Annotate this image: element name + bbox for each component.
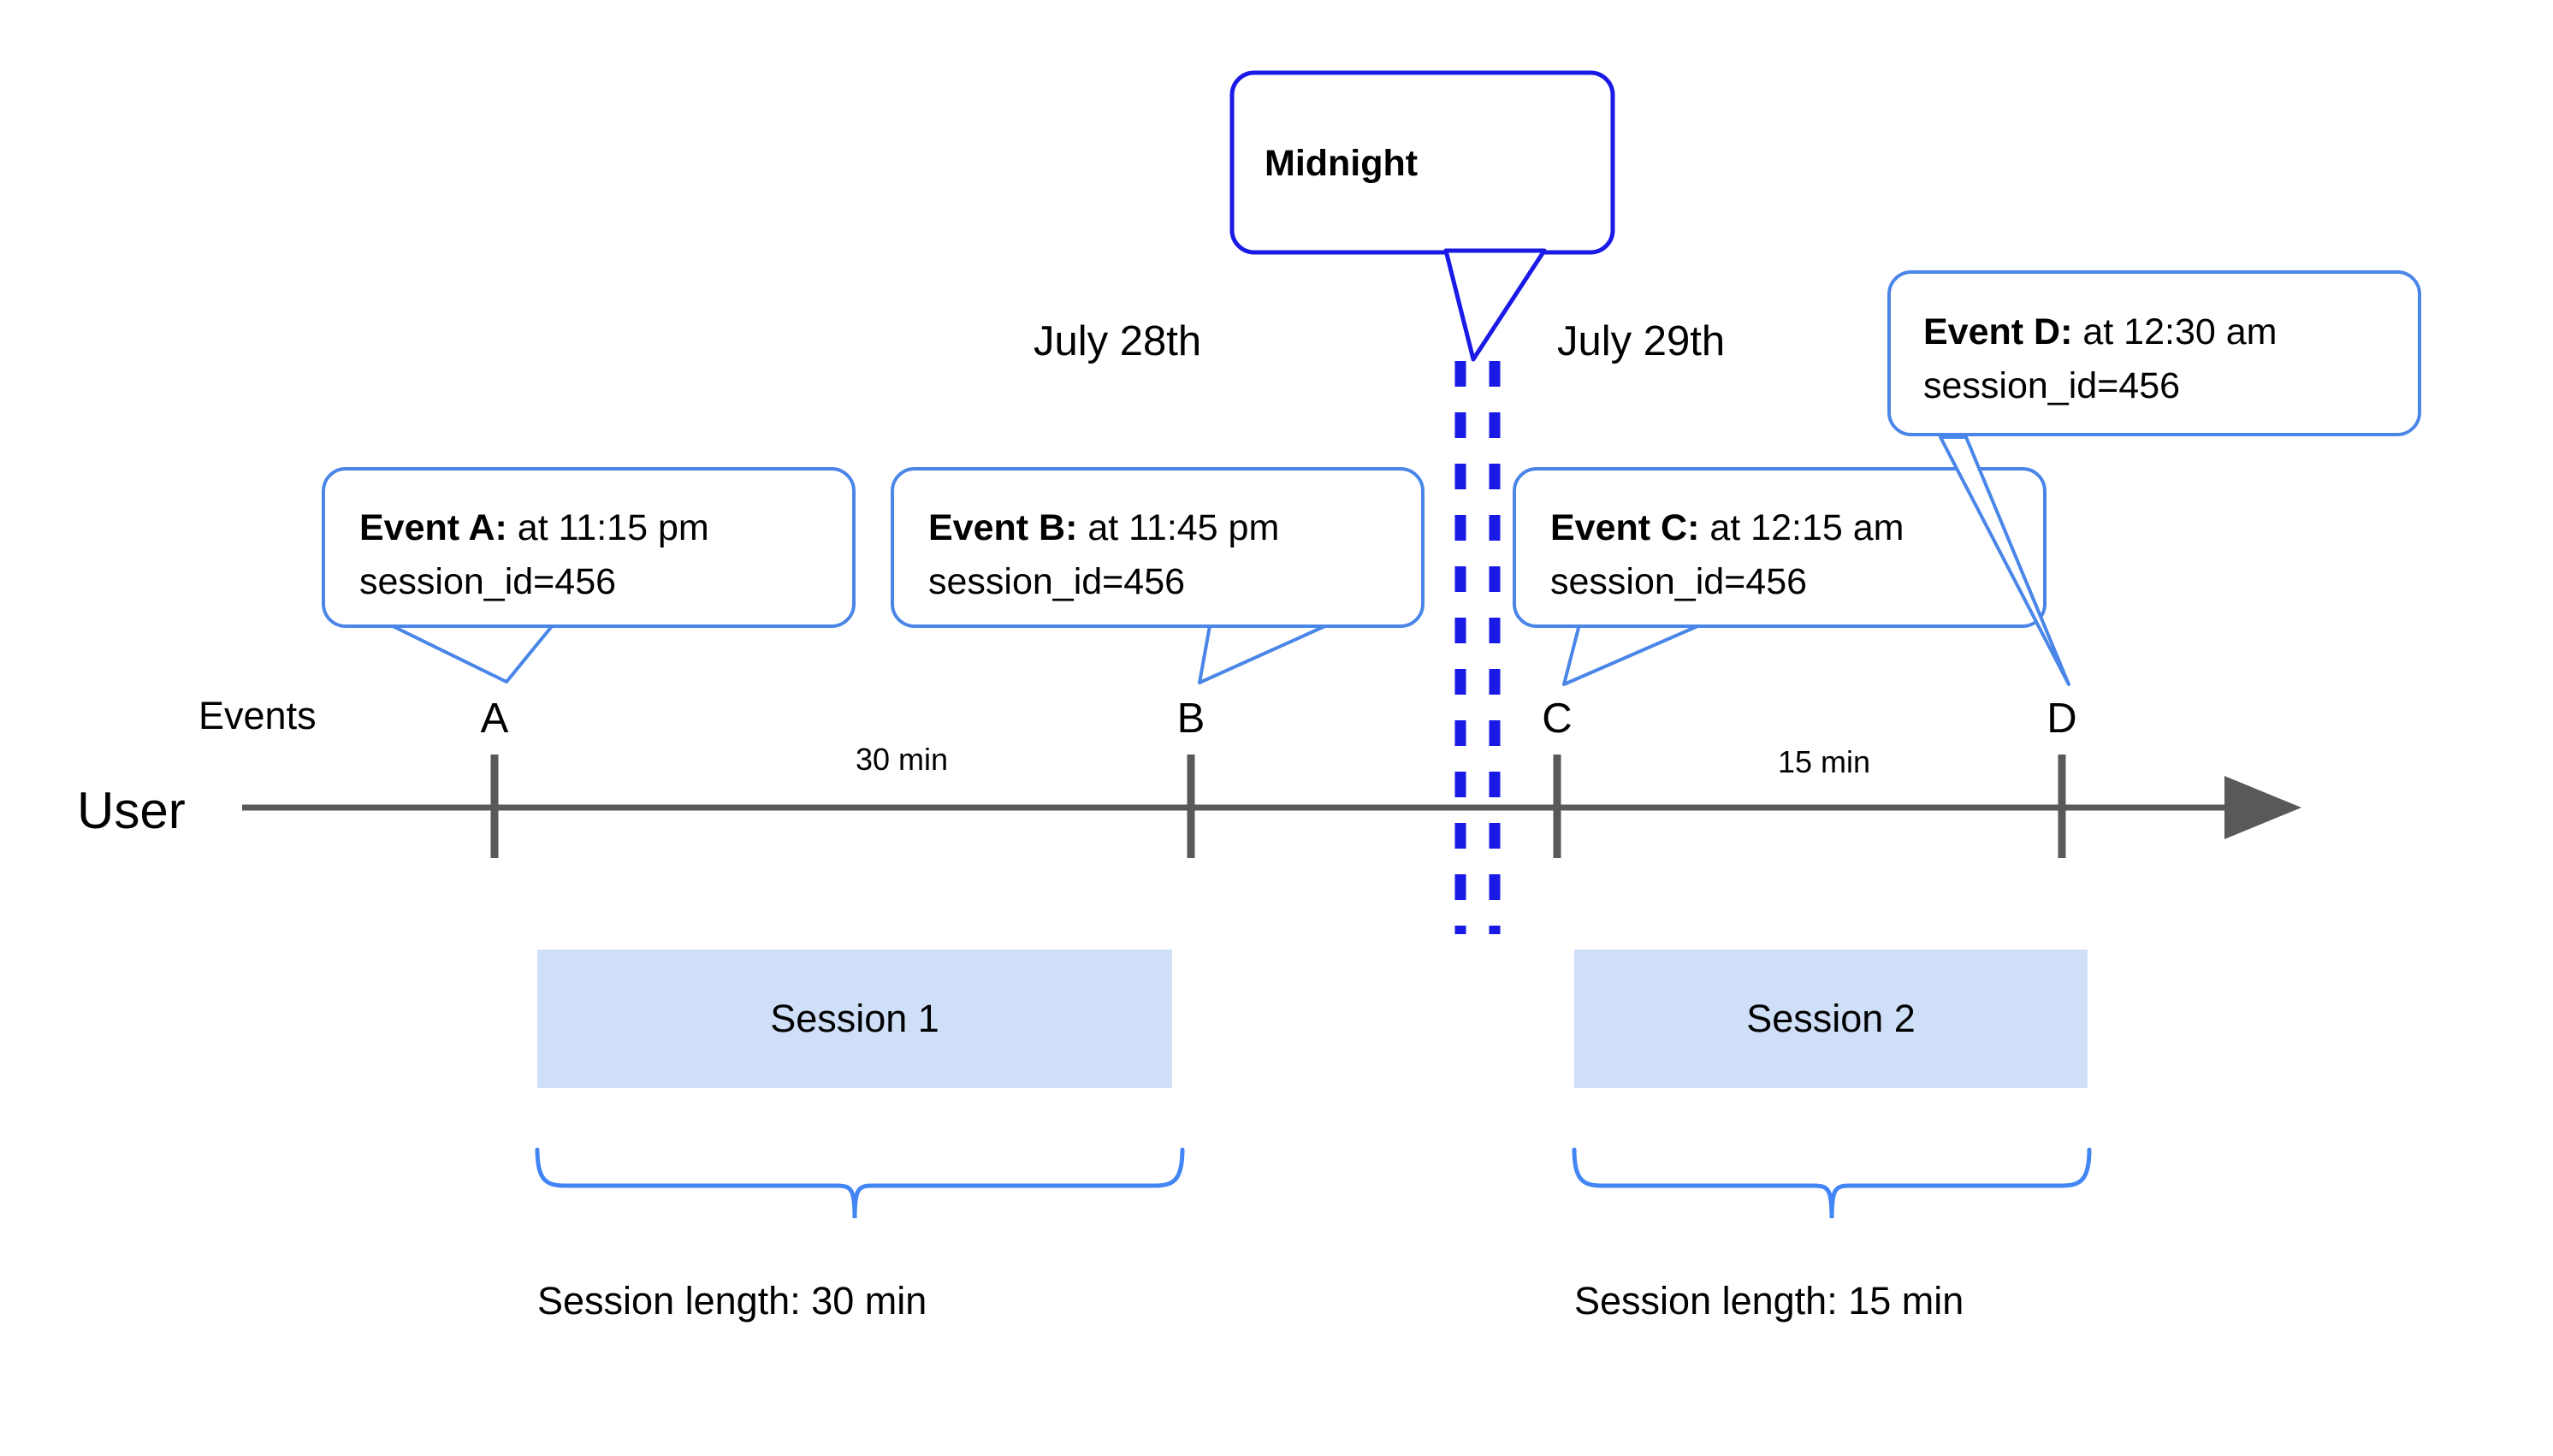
date-label-july-29: July 29th xyxy=(1557,318,1725,364)
event-callout-d-tail xyxy=(1939,435,2070,686)
session-1-length-label: Session length: 30 min xyxy=(537,1279,927,1323)
event-d-bold: Event D: xyxy=(1923,311,2072,352)
midnight-callout-box xyxy=(1229,70,1615,255)
event-d-time: at 12:30 am xyxy=(2072,311,2277,352)
session-2-brace xyxy=(1572,1147,2092,1219)
session-1-rect xyxy=(537,950,1172,1088)
session-1-label: Session 1 xyxy=(770,997,939,1040)
event-b-bold: Event B: xyxy=(928,507,1077,548)
event-marker-label-a: A xyxy=(481,695,509,742)
midnight-callout-tail xyxy=(1443,248,1547,362)
session-block-1: Session 1 xyxy=(537,950,1172,1088)
event-callout-c-line1: Event C: at 12:15 am xyxy=(1550,507,1904,548)
timeline-arrow-icon xyxy=(2224,776,2301,839)
event-a-session-id: session_id=456 xyxy=(359,561,616,602)
session-2-label: Session 2 xyxy=(1746,997,1916,1040)
lane-label-user: User xyxy=(77,782,186,839)
session-block-2: Session 2 xyxy=(1574,950,2088,1088)
event-a-time: at 11:15 pm xyxy=(507,507,709,548)
event-callout-a-box xyxy=(322,467,856,628)
event-callout-c-tail xyxy=(1562,619,1711,686)
midnight-callout: Midnight xyxy=(1229,70,1615,362)
interval-label-15min: 15 min xyxy=(1778,744,1870,779)
event-b-time: at 11:45 pm xyxy=(1077,507,1279,548)
lane-label-events: Events xyxy=(198,694,317,737)
event-callout-a: Event A: at 11:15 pm session_id=456 xyxy=(322,467,856,684)
event-callout-a-tail xyxy=(388,619,558,684)
date-label-july-28: July 28th xyxy=(1034,318,1201,364)
session-2-length-label: Session length: 15 min xyxy=(1574,1279,1964,1323)
session-1-brace xyxy=(535,1147,1185,1219)
event-callout-d-line1: Event D: at 12:30 am xyxy=(1923,311,2277,352)
midnight-label: Midnight xyxy=(1265,143,1418,184)
event-callout-b-line1: Event B: at 11:45 pm xyxy=(928,507,1279,548)
event-callout-b-tail xyxy=(1198,619,1338,684)
event-callout-b: Event B: at 11:45 pm session_id=456 xyxy=(891,467,1425,684)
event-callout-c: Event C: at 12:15 am session_id=456 xyxy=(1513,467,2047,686)
event-d-session-id: session_id=456 xyxy=(1923,365,2180,406)
event-callout-a-line1: Event A: at 11:15 pm xyxy=(359,507,709,548)
session-2-rect xyxy=(1574,950,2088,1088)
event-marker-label-b: B xyxy=(1177,695,1205,742)
event-b-session-id: session_id=456 xyxy=(928,561,1185,602)
interval-label-30min: 30 min xyxy=(856,742,948,777)
event-callout-b-box xyxy=(891,467,1425,628)
event-callout-d: Event D: at 12:30 am session_id=456 xyxy=(1887,270,2421,686)
event-callout-d-box xyxy=(1887,270,2421,436)
midnight-divider xyxy=(1454,361,1501,934)
event-marker-label-d: D xyxy=(2047,695,2076,742)
event-marker-label-c: C xyxy=(1542,695,1572,742)
event-c-session-id: session_id=456 xyxy=(1550,561,1807,602)
event-a-bold: Event A: xyxy=(359,507,507,548)
timeline-axis xyxy=(242,755,2301,858)
event-callout-c-box xyxy=(1513,467,2047,628)
event-c-time: at 12:15 am xyxy=(1699,507,1904,548)
event-c-bold: Event C: xyxy=(1550,507,1699,548)
